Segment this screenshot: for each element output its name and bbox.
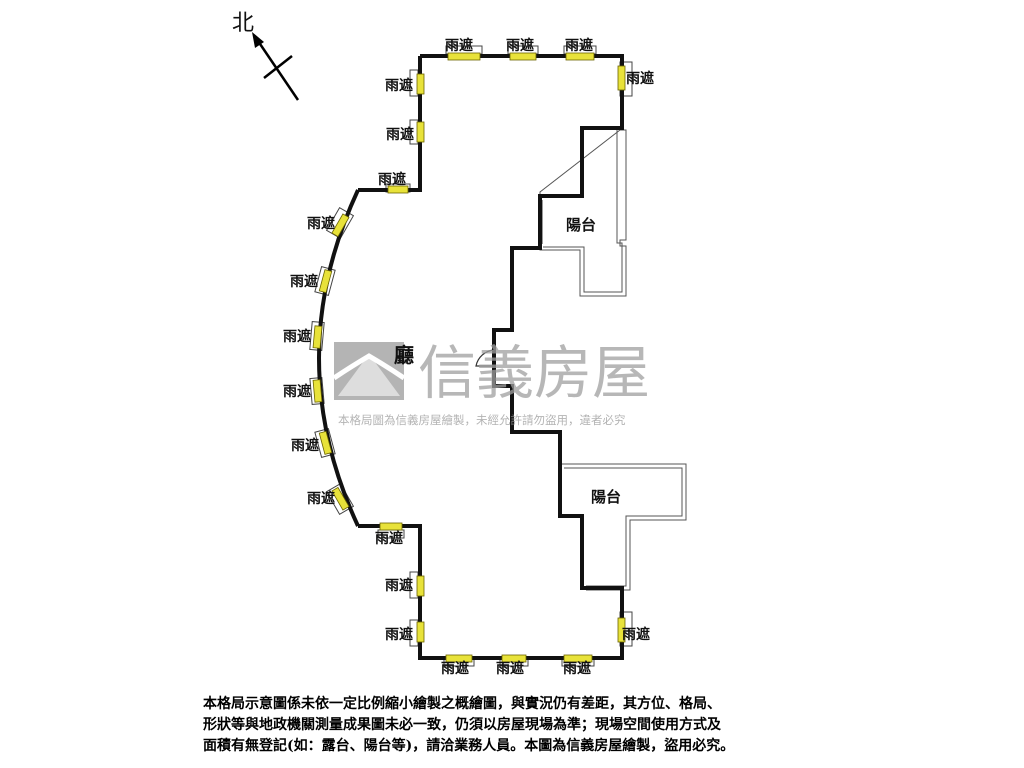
canopy-label: 雨遮: [283, 383, 311, 400]
window: [501, 654, 527, 663]
disclaimer: 本格局示意圖係未依一定比例縮小繪製之概繪圖，與實況仍有差距，其方位、格局、 形狀…: [203, 694, 843, 757]
window: [318, 269, 333, 294]
canopy-label: 雨遮: [563, 660, 591, 677]
living-room-label: 廳: [394, 343, 414, 367]
canopy-label: 雨遮: [445, 37, 473, 54]
disclaimer-line: 本格局示意圖係未依一定比例縮小繪製之概繪圖，與實況仍有差距，其方位、格局、: [203, 696, 721, 712]
canopy-label: 雨遮: [375, 530, 403, 547]
north-arrow-crossbar: [263, 55, 293, 79]
window: [318, 430, 333, 455]
disclaimer-line: 面積有無登記(如：露台、陽台等)，請洽業務人員。本圖為信義房屋繪製，盜用必究。: [203, 738, 735, 754]
canopy-label: 雨遮: [307, 215, 335, 232]
window: [379, 522, 403, 531]
canopy-label: 雨遮: [626, 70, 654, 87]
watermark-notice: 本格局圖為信義房屋繪製，未經允許請勿盜用，違者必究: [338, 413, 626, 427]
window: [312, 325, 323, 349]
window: [416, 73, 425, 95]
disclaimer-line: 形狀等與地政機關測量成果圖未必一致，仍須以房屋現場為準；現場空間使用方式及: [203, 717, 721, 733]
north-label: 北: [232, 11, 254, 36]
north-compass: 北: [232, 11, 300, 101]
floor-plan: 北: [232, 11, 687, 677]
window: [416, 621, 425, 643]
canopy-label: 雨遮: [291, 437, 319, 454]
window: [312, 379, 323, 403]
window: [331, 486, 350, 511]
canopy-label: 雨遮: [378, 171, 406, 188]
balcony-label: 陽台: [591, 488, 621, 506]
window: [565, 52, 595, 61]
canopy-labels: 雨遮 雨遮 雨遮 雨遮 雨遮 雨遮 雨遮 雨遮 雨遮 雨遮 雨遮 雨遮 雨遮 雨…: [283, 37, 654, 677]
window: [563, 654, 593, 663]
watermark-brand: 信義房屋: [418, 339, 650, 407]
canopy-label: 雨遮: [506, 37, 534, 54]
windows: [312, 52, 626, 663]
canopy-label: 雨遮: [307, 490, 335, 507]
window: [416, 121, 425, 143]
balcony-label: 陽台: [566, 216, 596, 234]
north-arrow-head: [252, 32, 264, 48]
window: [416, 575, 425, 597]
canopy-label: 雨遮: [622, 626, 650, 643]
canopy-label: 雨遮: [385, 577, 413, 594]
door-swing: [475, 349, 495, 367]
canopy-label: 雨遮: [283, 328, 311, 345]
watermark: 信義房屋 本格局圖為信義房屋繪製，未經允許請勿盜用，違者必究: [332, 339, 650, 427]
canopy-label: 雨遮: [565, 37, 593, 54]
canopy-label: 雨遮: [290, 273, 318, 290]
window: [447, 52, 481, 61]
canopy-label: 雨遮: [496, 660, 524, 677]
window: [387, 185, 409, 194]
canopy-label: 雨遮: [385, 77, 413, 94]
window: [617, 617, 626, 643]
window: [445, 654, 473, 663]
window: [509, 52, 537, 61]
window: [617, 65, 626, 91]
canopy-label: 雨遮: [441, 660, 469, 677]
canopy-label: 雨遮: [386, 126, 414, 143]
canopy-label: 雨遮: [385, 626, 413, 643]
window: [331, 213, 350, 238]
